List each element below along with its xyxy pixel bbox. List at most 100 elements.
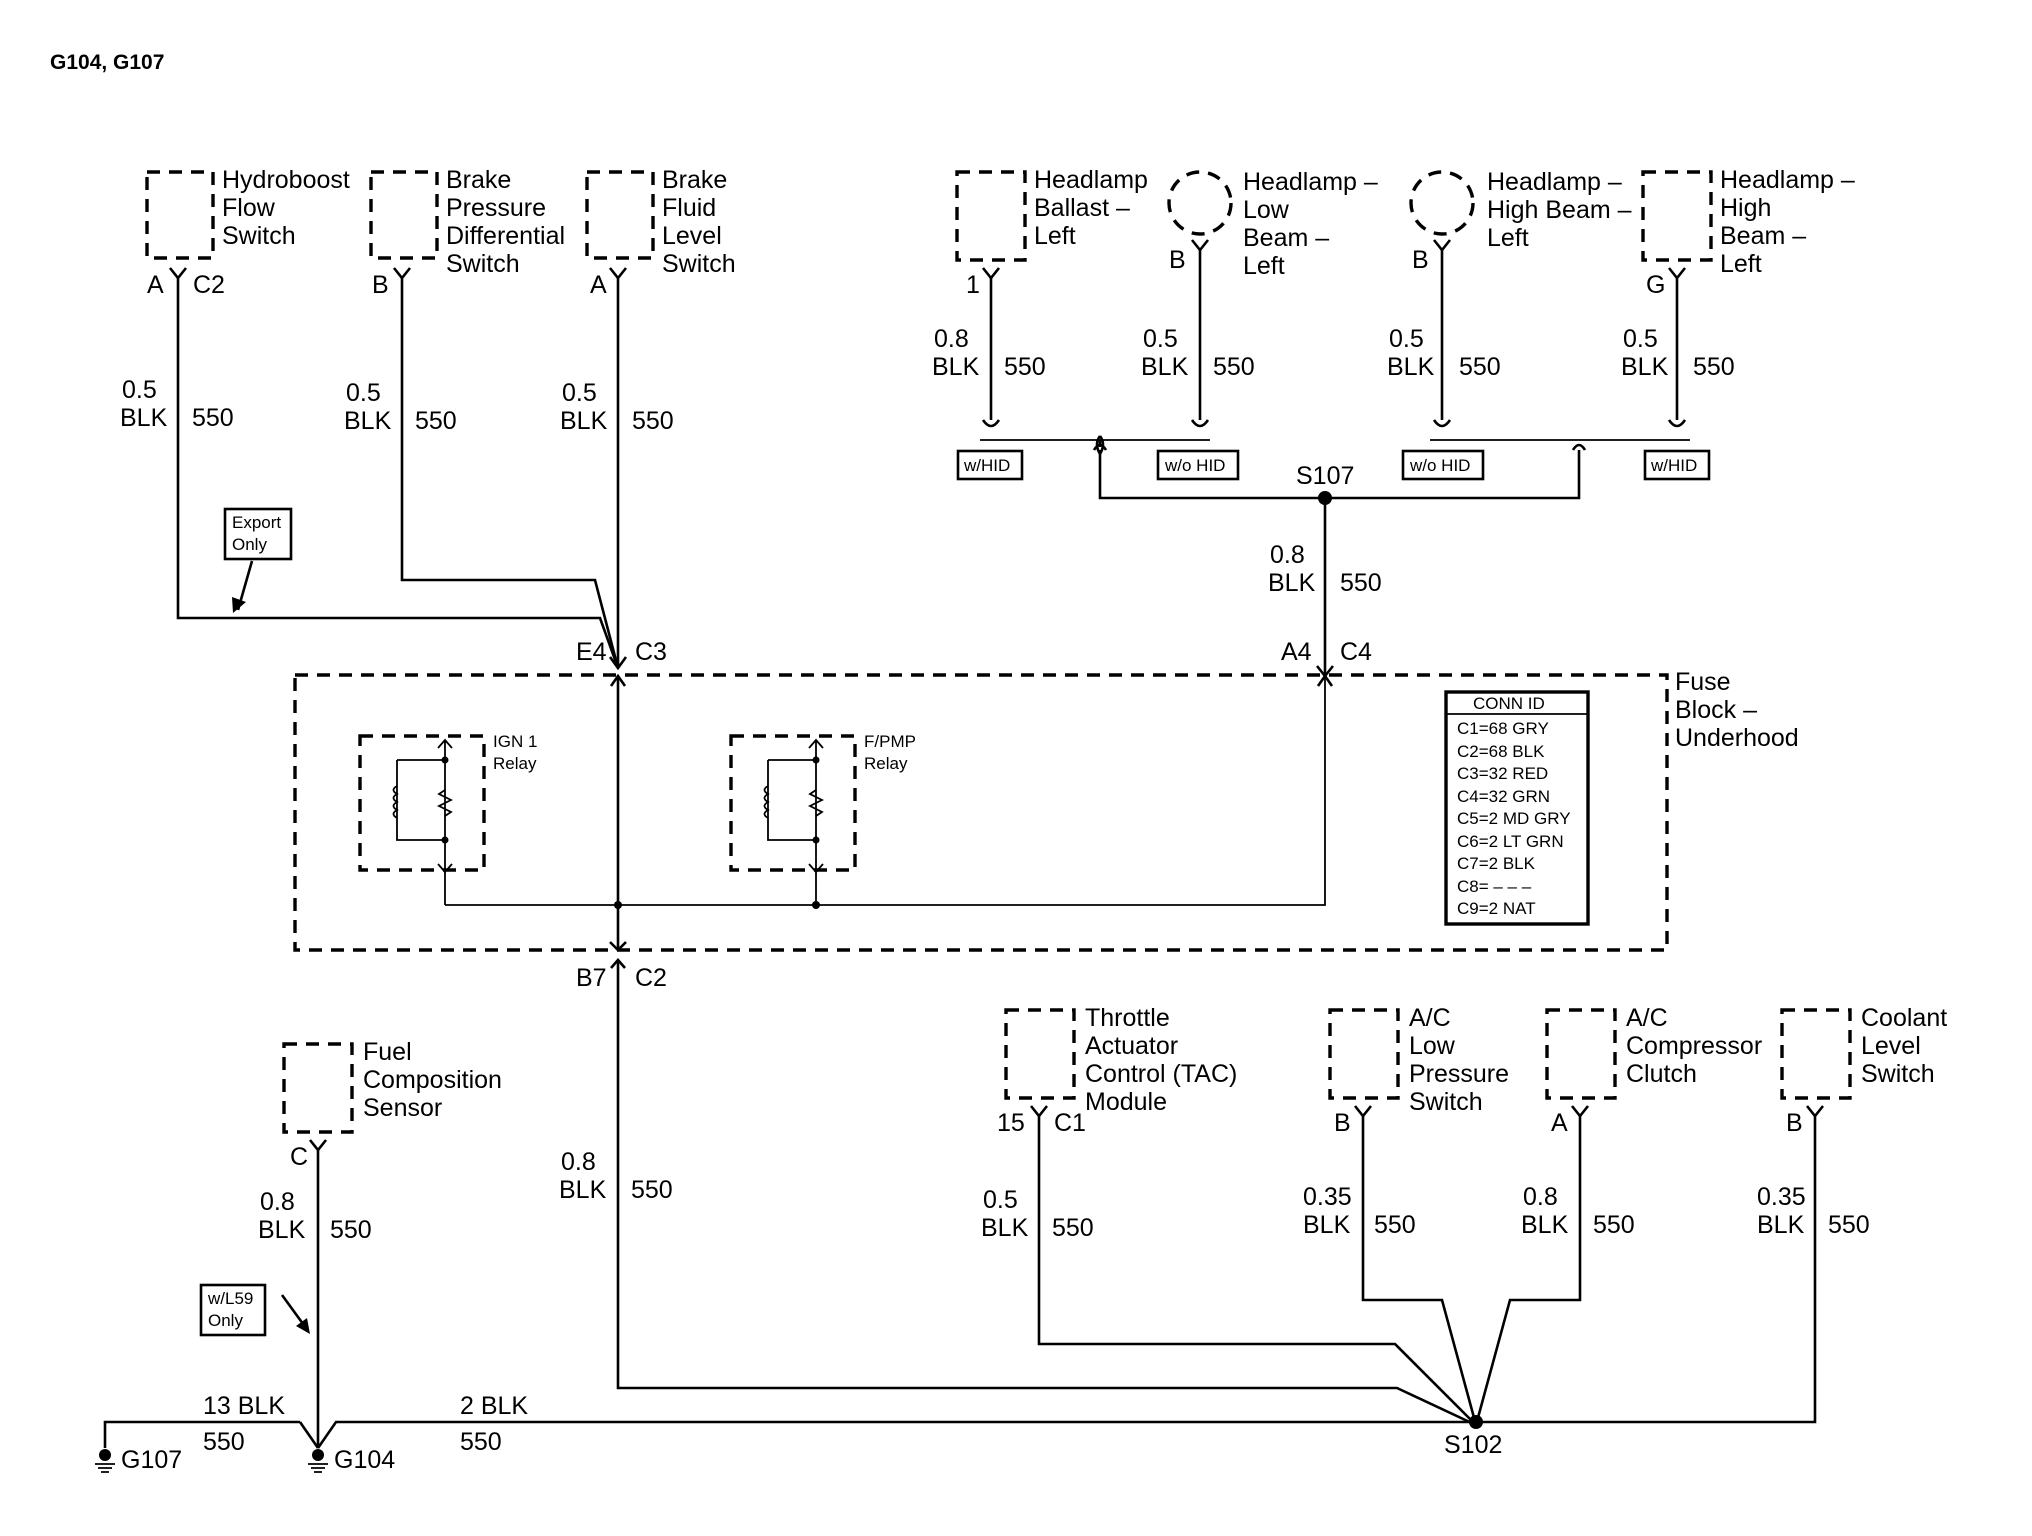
g104-wire-size: 2 BLK [460, 1392, 528, 1420]
wire-coolant [1476, 1116, 1817, 1424]
fuse-pin-b7: B7 [576, 964, 607, 992]
fuse-conn-c2: C2 [635, 964, 667, 992]
svg-text:0.35 BLK 550: 0.35 BLK 550 [1757, 1183, 1870, 1239]
brake-pressure-pin: B [372, 271, 389, 299]
tac-module: Throttle Actuator Control (TAC) Module 1… [997, 1004, 1244, 1137]
svg-text:Export Only: Export Only [232, 513, 286, 554]
wire-label-hydroboost: 0.5 BLK 550 [120, 376, 234, 432]
svg-text:Coolant Level Swit: Coolant Level Switch [1861, 1004, 1954, 1088]
hydroboost-connector: C2 [193, 271, 225, 299]
svg-text:G107: G107 [121, 1446, 182, 1474]
headlamp-high-beam-left-1: Headlamp – High Beam – Left B [1409, 168, 1638, 274]
g107-wire-size: 13 BLK [203, 1392, 285, 1420]
ac-low-pin: B [1334, 1109, 1351, 1137]
headlamp-low-beam-left: Headlamp – Low Beam – Left B [1167, 168, 1385, 280]
fuse-conn-c4: C4 [1340, 638, 1372, 666]
svg-text:Throttle Actuator: Throttle Actuator Control (TAC) Module [1085, 1004, 1244, 1116]
fuel-comp-pin: C [290, 1143, 308, 1171]
wire-tac [1037, 1116, 1477, 1426]
brake-pressure-label: Brake Pressure Differential Switch [446, 166, 572, 278]
splice-s102-label: S102 [1444, 1431, 1502, 1459]
svg-text:Fuel Composition S: Fuel Composition Sensor [363, 1038, 509, 1122]
svg-text:C1=68 GRY C2=68 BLK: C1=68 GRY C2=68 BLK C3=32 RED C4=32 GRN … [1457, 719, 1575, 918]
svg-text:Headlamp – Low Bea: Headlamp – Low Beam – Left [1243, 168, 1385, 280]
svg-text:0.35 BLK 550: 0.35 BLK 550 [1303, 1183, 1416, 1239]
svg-text:0.8 BLK 550: 0.8 BLK 550 [559, 1148, 673, 1204]
svg-text:A/C Compressor Clu: A/C Compressor Clutch [1626, 1004, 1769, 1088]
high-beam-left-pin: B [1412, 246, 1429, 274]
svg-text:F/PMP Relay: F/PMP Relay [864, 732, 920, 773]
wire-s102-to-g104 [316, 1420, 1476, 1449]
wire-fuse-to-s102 [616, 960, 1477, 1427]
g107-wire-circuit: 550 [203, 1428, 245, 1456]
low-beam-pin: B [1169, 246, 1186, 274]
wire-brake-pressure [400, 278, 620, 669]
conn-id-table: CONN ID C1=68 GRY C2=68 BLK C3=32 RED C4… [1444, 690, 1590, 926]
headlamp-high-beam-left-2: Headlamp – High Beam – Left G [1641, 166, 1862, 299]
svg-text:w/L59 Only: w/L59 Only [207, 1289, 258, 1330]
ground-g104: G104 [308, 1446, 395, 1474]
hydroboost-pin: A [147, 271, 164, 299]
brake-pressure-differential-switch: Brake Pressure Differential Switch B [369, 166, 572, 299]
svg-text:Headlamp – High Be: Headlamp – High Beam – Left [1720, 166, 1862, 278]
brake-fluid-pin: A [590, 271, 607, 299]
svg-text:w/o HID: w/o HID [1164, 456, 1225, 475]
svg-text:w/o HID: w/o HID [1409, 456, 1470, 475]
tac-connector: C1 [1054, 1109, 1086, 1137]
fuse-pin-a4: A4 [1281, 638, 1312, 666]
svg-text:0.5 BLK 550: 0.5 BLK 550 [1387, 325, 1501, 381]
diagram-title: G104, G107 [50, 51, 164, 74]
wire-label-brake-pressure: 0.5 BLK 550 [344, 379, 457, 435]
svg-text:Headlamp – High Beam –: Headlamp – High Beam – Left [1487, 168, 1638, 252]
ballast-pin: 1 [966, 271, 980, 299]
option-w-hid-1: w/HID [956, 449, 1024, 481]
fuse-block-underhood: Fuse Block – Underhood IGN 1 Relay [293, 668, 1799, 952]
wire-ac-low [1361, 1116, 1478, 1426]
svg-text:A/C Low Pressure: A/C Low Pressure Switch [1409, 1004, 1516, 1116]
wire-g107 [103, 1420, 320, 1449]
brake-fluid-label: Brake Fluid Level Switch [662, 166, 736, 278]
ground-g107: G107 [95, 1446, 182, 1474]
svg-text:0.8 BLK 550: 0.8 BLK 550 [1521, 1183, 1635, 1239]
wire-label-brake-fluid: 0.5 BLK 550 [560, 379, 674, 435]
wl59-only-callout: w/L59 Only [199, 1283, 310, 1337]
svg-text:0.8 BLK 550: 0.8 BLK 550 [258, 1188, 372, 1244]
fpmp-relay: F/PMP Relay [729, 732, 920, 905]
hydroboost-label: Hydroboost Flow Switch [222, 166, 357, 250]
option-w-hid-2: w/HID [1643, 449, 1711, 481]
g104-wire-circuit: 550 [460, 1428, 502, 1456]
brake-fluid-level-switch: Brake Fluid Level Switch A [585, 166, 736, 299]
hydroboost-flow-switch: Hydroboost Flow Switch A C2 [145, 166, 357, 299]
coolant-level-switch: Coolant Level Switch B [1780, 1004, 1954, 1137]
high-beam-pin: G [1646, 271, 1665, 299]
headlamp-ballast-left: Headlamp Ballast – Left 1 [955, 166, 1155, 299]
svg-text:w/HID: w/HID [1650, 456, 1697, 475]
wire-ac-comp [1474, 1116, 1582, 1426]
fuse-conn-c3: C3 [635, 638, 667, 666]
wire-hydroboost [176, 278, 620, 669]
svg-text:0.5 BLK 550: 0.5 BLK 550 [981, 1186, 1094, 1242]
svg-text:Headlamp Ballast –: Headlamp Ballast – Left [1034, 166, 1155, 250]
svg-text:Fuse Block – Under: Fuse Block – Underhood [1675, 668, 1799, 752]
svg-text:0.8 BLK 550: 0.8 BLK 550 [1268, 541, 1382, 597]
svg-text:0.5 BLK 550: 0.5 BLK 550 [1141, 325, 1255, 381]
ac-compressor-clutch: A/C Compressor Clutch A [1545, 1004, 1769, 1137]
ign1-relay: IGN 1 Relay [358, 732, 542, 888]
svg-text:0.8 BLK 550: 0.8 BLK 550 [932, 325, 1046, 381]
fuse-pin-e4: E4 [576, 638, 607, 666]
ac-low-pressure-switch: A/C Low Pressure Switch B [1328, 1004, 1516, 1137]
svg-text:G104: G104 [334, 1446, 395, 1474]
export-only-callout: Export Only [223, 507, 293, 613]
tac-pin: 15 [997, 1109, 1025, 1137]
svg-text:CONN ID: CONN ID [1473, 694, 1545, 713]
splice-s102 [1469, 1415, 1483, 1429]
option-wo-hid-2: w/o HID [1401, 449, 1485, 481]
svg-text:w/HID: w/HID [963, 456, 1010, 475]
splice-s107-label: S107 [1296, 462, 1354, 490]
option-wo-hid-1: w/o HID [1156, 449, 1240, 481]
ac-comp-pin: A [1551, 1109, 1568, 1137]
coolant-pin: B [1786, 1109, 1803, 1137]
svg-text:0.5 BLK 550: 0.5 BLK 550 [1621, 325, 1735, 381]
svg-text:IGN 1 Relay: IGN 1 Relay [493, 732, 542, 773]
